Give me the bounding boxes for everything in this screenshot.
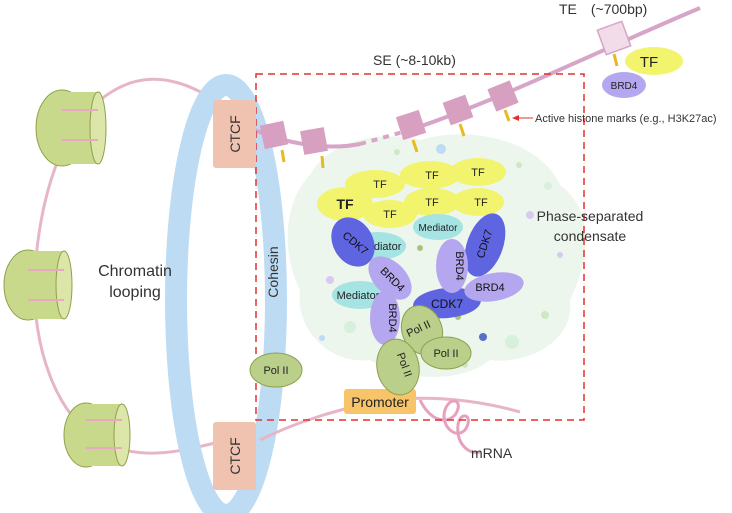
tf-blob	[450, 158, 506, 186]
se-label: SE (~8-10kb)	[373, 52, 456, 68]
pol2-label: Pol II	[433, 348, 458, 360]
ctcf-bottom-label: CTCF	[227, 437, 243, 474]
tf-cluster: TF TF TF TF TF TF TF	[317, 158, 506, 228]
mediator-label: Mediator	[419, 223, 459, 234]
brd4-blob	[464, 272, 524, 302]
mrna-strand	[418, 399, 481, 455]
histone-marks-label: Active histone marks (e.g., H3K27ac)	[535, 113, 717, 125]
histone-box-3	[395, 109, 427, 153]
mediator-blob	[413, 214, 463, 240]
condensate-label-1: Phase-separated	[537, 208, 644, 224]
cdk7-blob	[331, 217, 375, 267]
tf-label: TF	[425, 197, 439, 209]
histone-box-4	[442, 94, 474, 137]
tf-blob	[452, 188, 504, 216]
brd4-label: BRD4	[475, 282, 504, 294]
ctcf-top-label: CTCF	[227, 115, 243, 152]
brd4-label: BRD4	[386, 303, 398, 332]
tf-blob	[400, 161, 460, 189]
brd4-te	[602, 72, 646, 98]
looping-label-1: Chromatin	[98, 263, 172, 280]
tf-blob	[363, 200, 417, 228]
te-label: TE (~700bp)	[559, 1, 647, 17]
tf-label: TF	[336, 196, 354, 212]
promoter-label: Promoter	[351, 394, 409, 410]
enhancer-dna-right	[409, 6, 701, 132]
brd4-label: BRD4	[453, 251, 465, 280]
tf-blob	[404, 188, 460, 216]
tf-label: TF	[425, 170, 439, 182]
nucleosome-bottom	[63, 402, 131, 468]
pol2-cluster: Pol II Pol II Pol II	[376, 305, 472, 396]
tf-label: TF	[383, 209, 397, 221]
tf-blob	[317, 187, 373, 221]
tf-te-label: TF	[640, 54, 658, 71]
tf-label: TF	[471, 167, 485, 179]
pol2-blob	[376, 338, 420, 396]
pol2-blob	[420, 336, 472, 370]
tf-te	[625, 47, 683, 75]
cdk7-blob	[464, 213, 506, 277]
histone-box-te	[596, 20, 632, 67]
histone-arrow-head	[512, 115, 519, 121]
looping-label-2: looping	[109, 284, 161, 301]
ctcf-top: CTCF	[213, 100, 256, 168]
brd4-blob	[368, 256, 412, 300]
brd4-blob	[370, 291, 400, 345]
cohesin-label: Cohesin	[265, 246, 281, 297]
histone-box-5	[487, 80, 519, 122]
tf-label: TF	[373, 179, 387, 191]
condensate-label-2: condensate	[554, 228, 627, 244]
ctcf-bottom: CTCF	[213, 422, 256, 490]
brd4-te-label: BRD4	[611, 81, 638, 92]
pol2-outside	[249, 352, 303, 388]
mediator-label: Mediator	[337, 290, 380, 302]
histone-box-2	[300, 127, 328, 169]
nucleosome-middle	[3, 249, 73, 321]
mrna-label: mRNA	[471, 445, 513, 461]
brd4-blob	[436, 239, 468, 293]
tf-label: TF	[474, 197, 488, 209]
nucleosome-top	[35, 89, 107, 167]
enhancer-dna-dashed	[359, 128, 411, 146]
brd4-cluster: BRD4 BRD4 BRD4 BRD4	[368, 239, 524, 345]
pol2-outside-label: Pol II	[263, 365, 288, 377]
cohesin-ring	[165, 74, 287, 513]
histone-box-1	[259, 120, 289, 163]
promoter-box	[344, 389, 416, 414]
cdk7-cluster: CDK7 CDK7 CDK7	[331, 213, 506, 319]
cdk7-label: CDK7	[431, 297, 463, 311]
